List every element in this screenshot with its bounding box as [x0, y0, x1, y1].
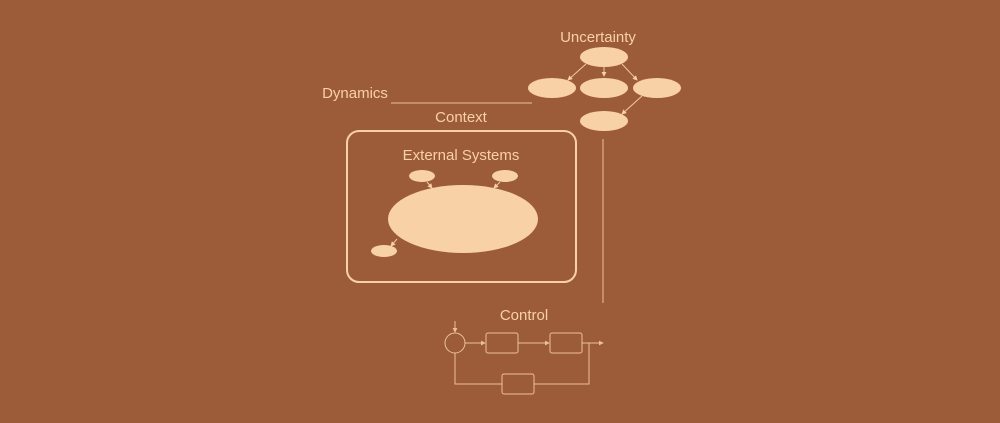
external-edge-right: [493, 181, 501, 189]
feedback-path-left: [454, 353, 502, 385]
dynamics-label: Dynamics: [322, 85, 388, 102]
control-loop-diagram: [444, 321, 604, 395]
control-block-1: [485, 332, 519, 354]
external-systems-panel: External Systems: [346, 130, 577, 283]
uncertainty-left-node: [528, 78, 576, 98]
feedback-block: [501, 373, 535, 395]
control-block-2: [549, 332, 583, 354]
uncertainty-tree: [528, 47, 681, 131]
tree-edge-right-bottom: [621, 95, 643, 115]
control-label: Control: [500, 307, 548, 324]
external-small-node-left: [409, 170, 435, 182]
uncertainty-right-node: [633, 78, 681, 98]
summing-junction: [444, 332, 466, 354]
uncertainty-root-node: [580, 47, 628, 67]
external-system-main-node: [388, 185, 538, 253]
external-systems-label: External Systems: [403, 147, 520, 164]
tree-edge-root-right: [621, 63, 638, 81]
tree-edge-root-left: [567, 63, 587, 81]
external-edge-left: [426, 181, 433, 189]
context-label: Context: [435, 109, 488, 126]
uncertainty-bottom-node: [580, 111, 628, 131]
external-small-node-right: [492, 170, 518, 182]
uncertainty-label: Uncertainty: [560, 29, 636, 46]
feedback-path-right: [534, 343, 590, 385]
external-systems-frame: [346, 130, 577, 283]
external-edge-bottom: [390, 238, 398, 247]
uncertainty-middle-node: [580, 78, 628, 98]
external-small-node-bottom: [371, 245, 397, 257]
